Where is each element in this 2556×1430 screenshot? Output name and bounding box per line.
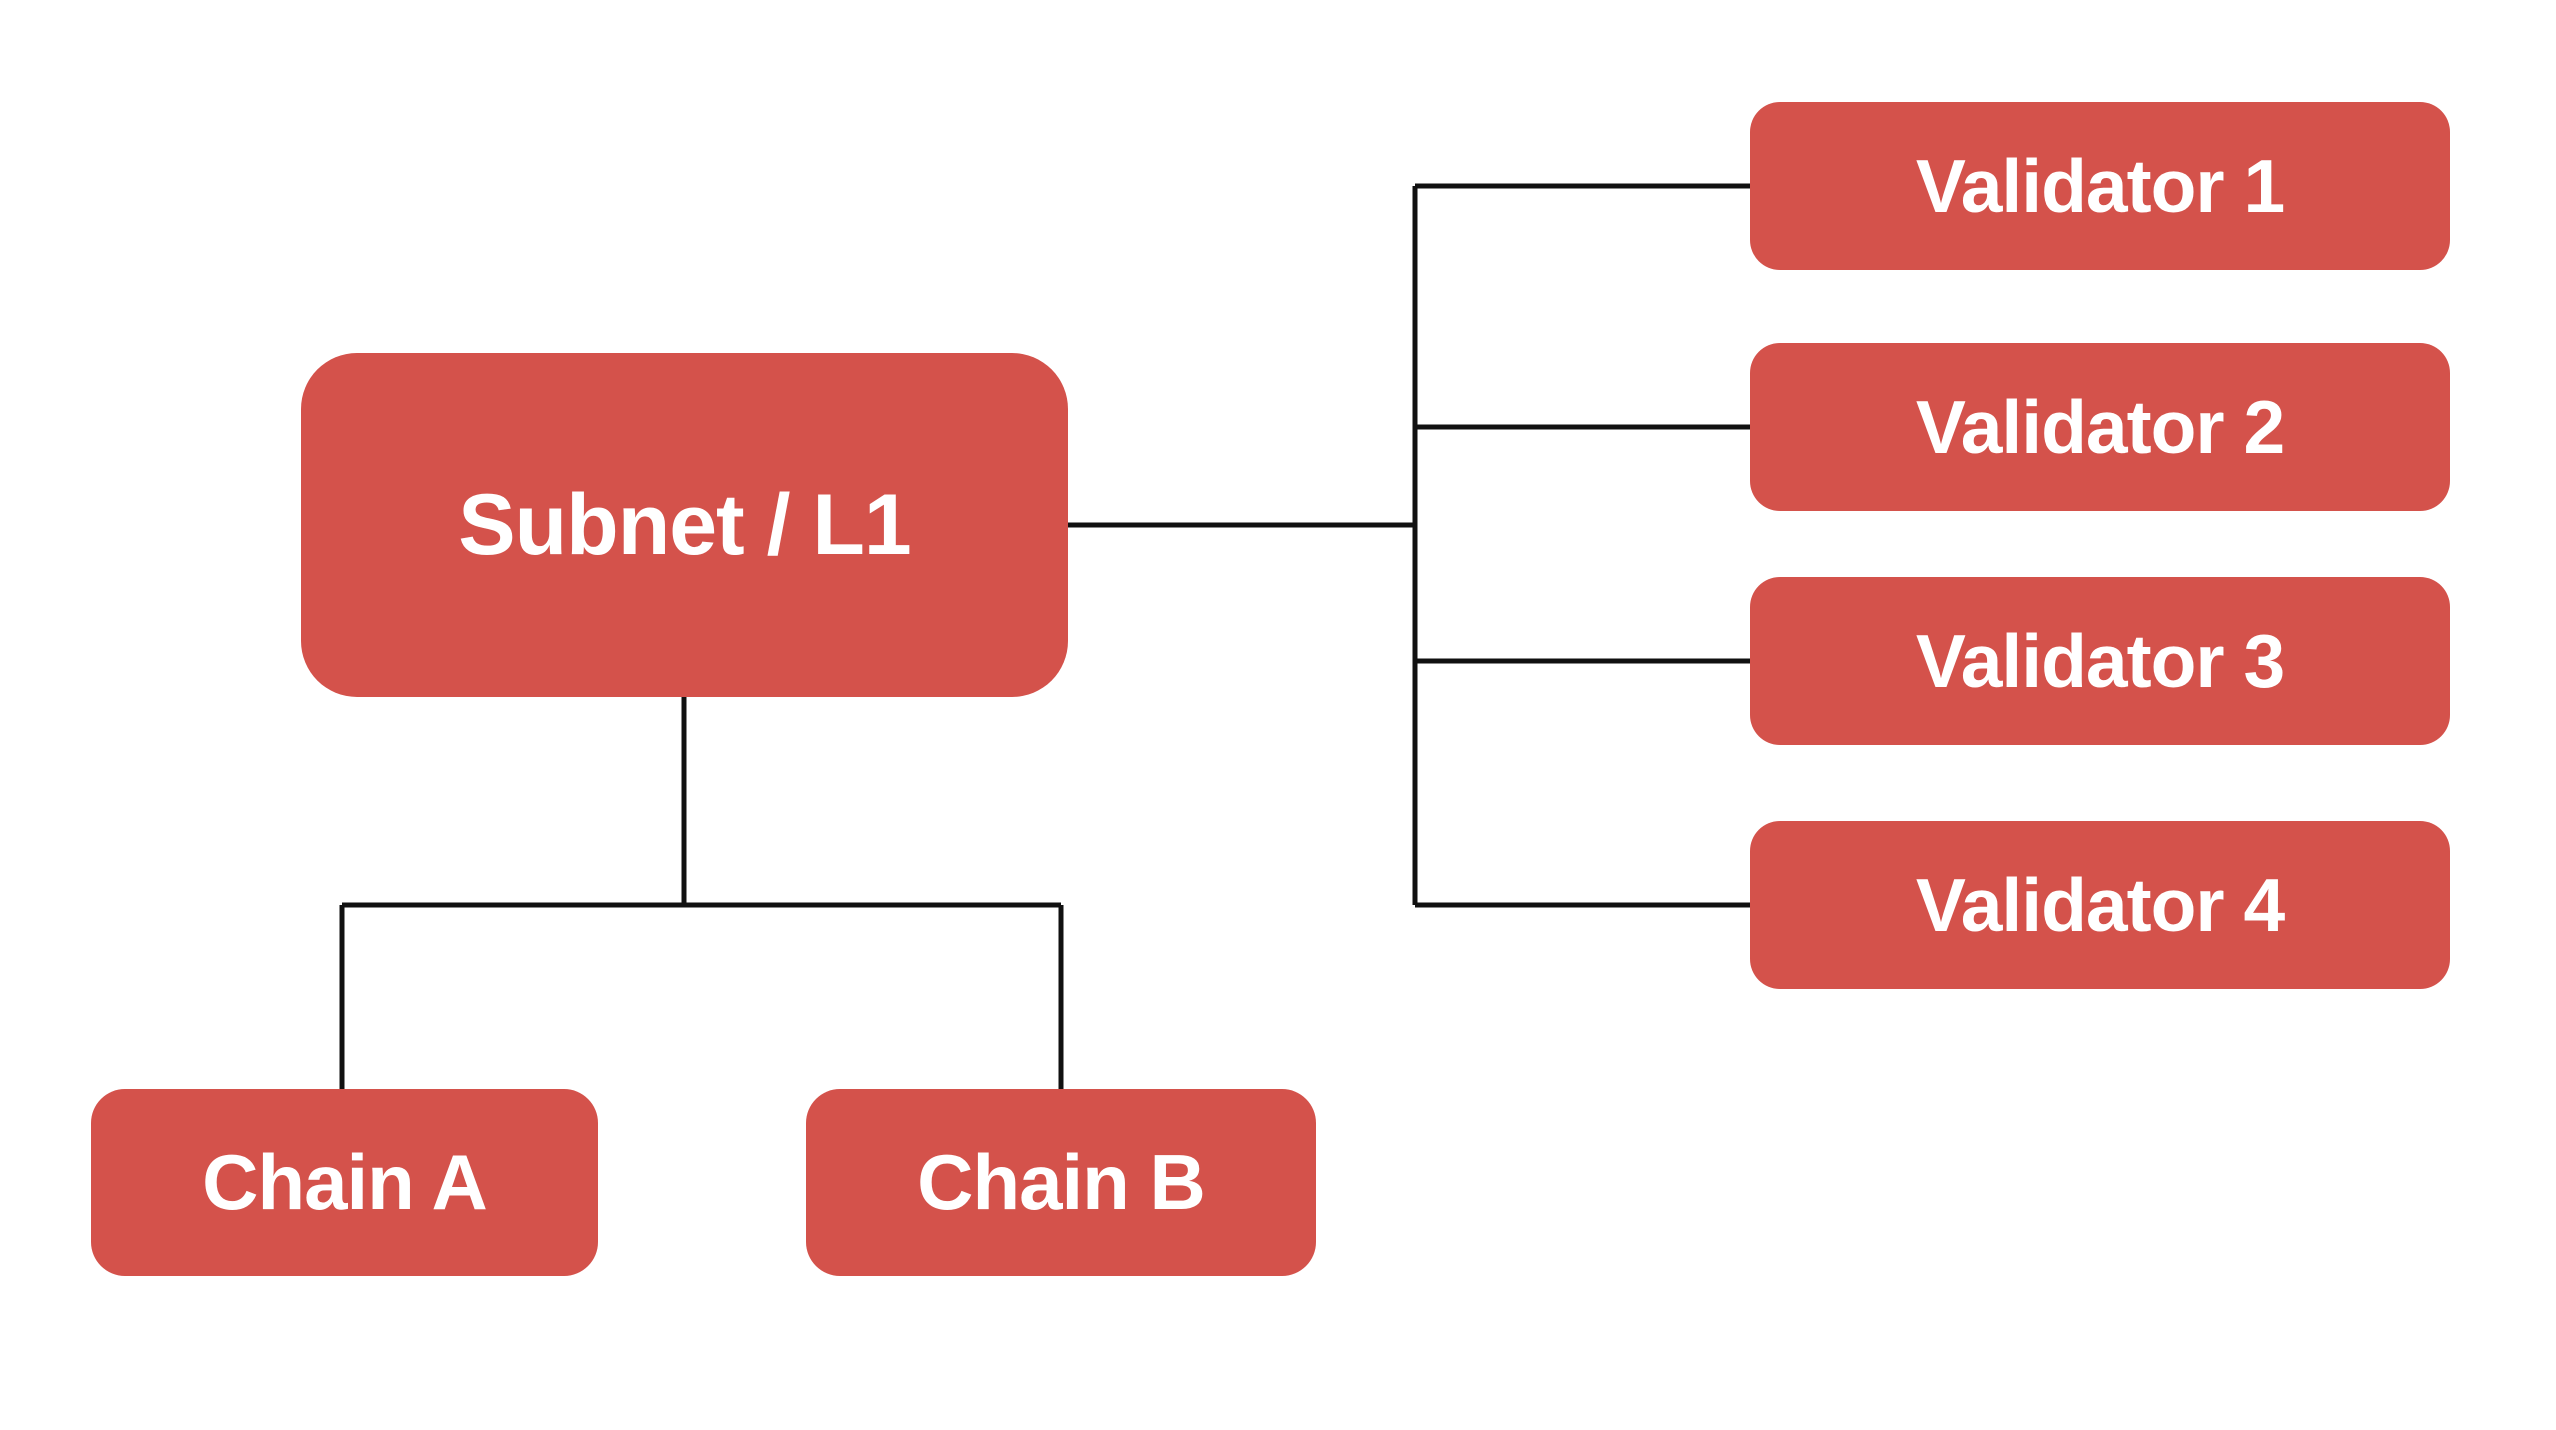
- node-validator-2[interactable]: Validator 2: [1750, 343, 2450, 511]
- node-subnet-l1-label: Subnet / L1: [458, 476, 911, 573]
- node-chain-b-label: Chain B: [917, 1138, 1206, 1226]
- node-validator-1[interactable]: Validator 1: [1750, 102, 2450, 270]
- node-chain-b[interactable]: Chain B: [806, 1089, 1316, 1276]
- node-validator-3-label: Validator 3: [1915, 619, 2285, 703]
- node-validator-3[interactable]: Validator 3: [1750, 577, 2450, 745]
- node-validator-4[interactable]: Validator 4: [1750, 821, 2450, 989]
- node-validator-4-label: Validator 4: [1915, 863, 2285, 947]
- node-chain-a-label: Chain A: [202, 1138, 488, 1226]
- node-chain-a[interactable]: Chain A: [91, 1089, 598, 1276]
- node-validator-1-label: Validator 1: [1915, 144, 2285, 228]
- node-subnet-l1[interactable]: Subnet / L1: [301, 353, 1068, 697]
- node-validator-2-label: Validator 2: [1915, 385, 2285, 469]
